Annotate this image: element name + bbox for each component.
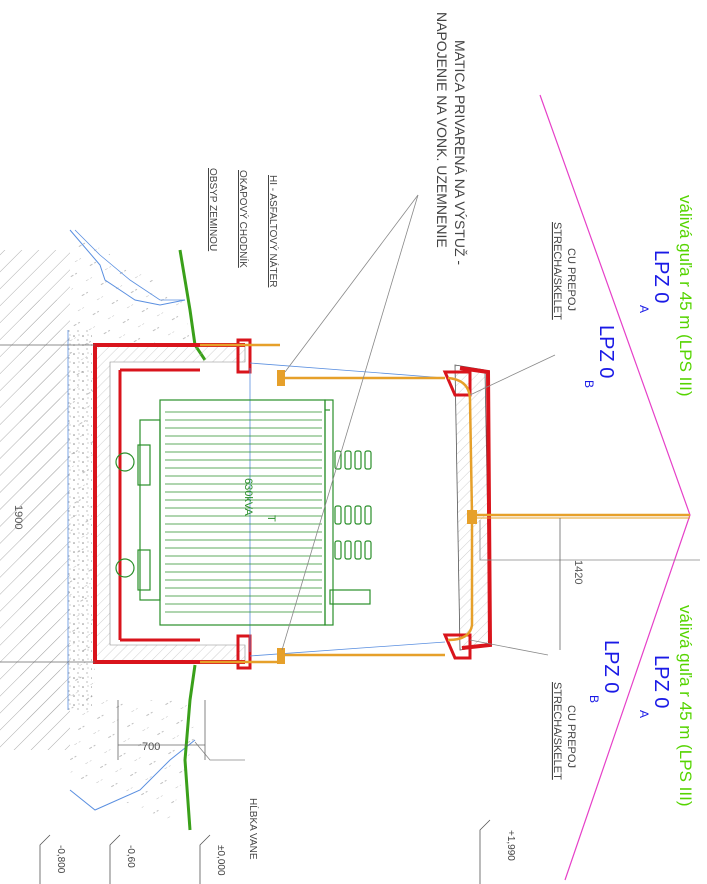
cu-bond-label-left-1: CU PREPOJ [565,248,577,311]
cu-bond-label-right-2: STRECHA/SKELET [551,682,563,780]
coating-label: HI - ASFALTOVÝ NÁTER [267,175,280,287]
dimension-1900-lines [0,344,95,663]
roof-bond-clamp [467,510,477,524]
lpz-0b-left-sub: B [582,380,596,388]
lpz-0a-right: LPZ 0 [650,655,672,708]
weld-nut-left [277,370,285,386]
walkway-label: OKAPOVÝ CHODNÍK [237,170,250,268]
hv-bushing [334,540,372,560]
level-zero: ±0,000 [215,845,226,876]
grounding-conductors [200,343,690,664]
weld-nut-right [277,648,285,664]
gravel-layer [68,330,92,710]
level-markers [39,819,491,884]
lpz-0b-left: LPZ 0 [595,325,617,378]
transformer-label-t: T [265,515,277,522]
grass-line-right [183,664,197,831]
lpz-0b-right-sub: B [587,695,601,703]
level-minus-060: -0,60 [125,845,136,868]
dimension-1900: 1900 [12,505,24,529]
hv-bushing [334,450,372,470]
labels: válivá guľa r 45 m (LPS III) LPZ 0 A LPZ… [12,12,695,876]
cu-bond-label-right-1: CU PREPOJ [565,705,577,768]
hv-bushing [334,505,372,525]
level-plus-1990: +1,990 [505,830,516,861]
lpz-0a-left: LPZ 0 [650,250,672,303]
ground-hatching [0,250,70,750]
weld-nut-label-1: MATICA PRIVARENÁ NA VÝSTUŽ - [452,40,468,265]
lpz-0a-left-sub: A [637,305,651,313]
tank-depth-label: HĹBKA VANE [247,798,260,860]
level-minus-080: -0,800 [55,845,66,874]
leader-lines [194,194,700,761]
backfill-label: OBSYP ZEMINOU [207,168,218,251]
cu-bond-label-left-2: STRECHA/SKELET [551,222,563,320]
sphere-label-left: válivá guľa r 45 m (LPS III) [676,195,695,396]
dimension-700-lines [117,700,206,760]
lpz-0b-right: LPZ 0 [600,640,622,693]
lpz-0a-right-sub: A [637,710,651,718]
dimension-700: 700 [142,741,160,753]
sphere-label-right: válivá guľa r 45 m (LPS III) [676,605,695,806]
transformer [115,399,372,626]
dimension-1420: 1420 [572,560,584,584]
transformer-label-rating: 630kVA [242,478,254,516]
weld-nut-label-2: NAPOJENIE NA VONK. UZEMNENIE [434,12,450,248]
foundation-tub [93,338,252,670]
